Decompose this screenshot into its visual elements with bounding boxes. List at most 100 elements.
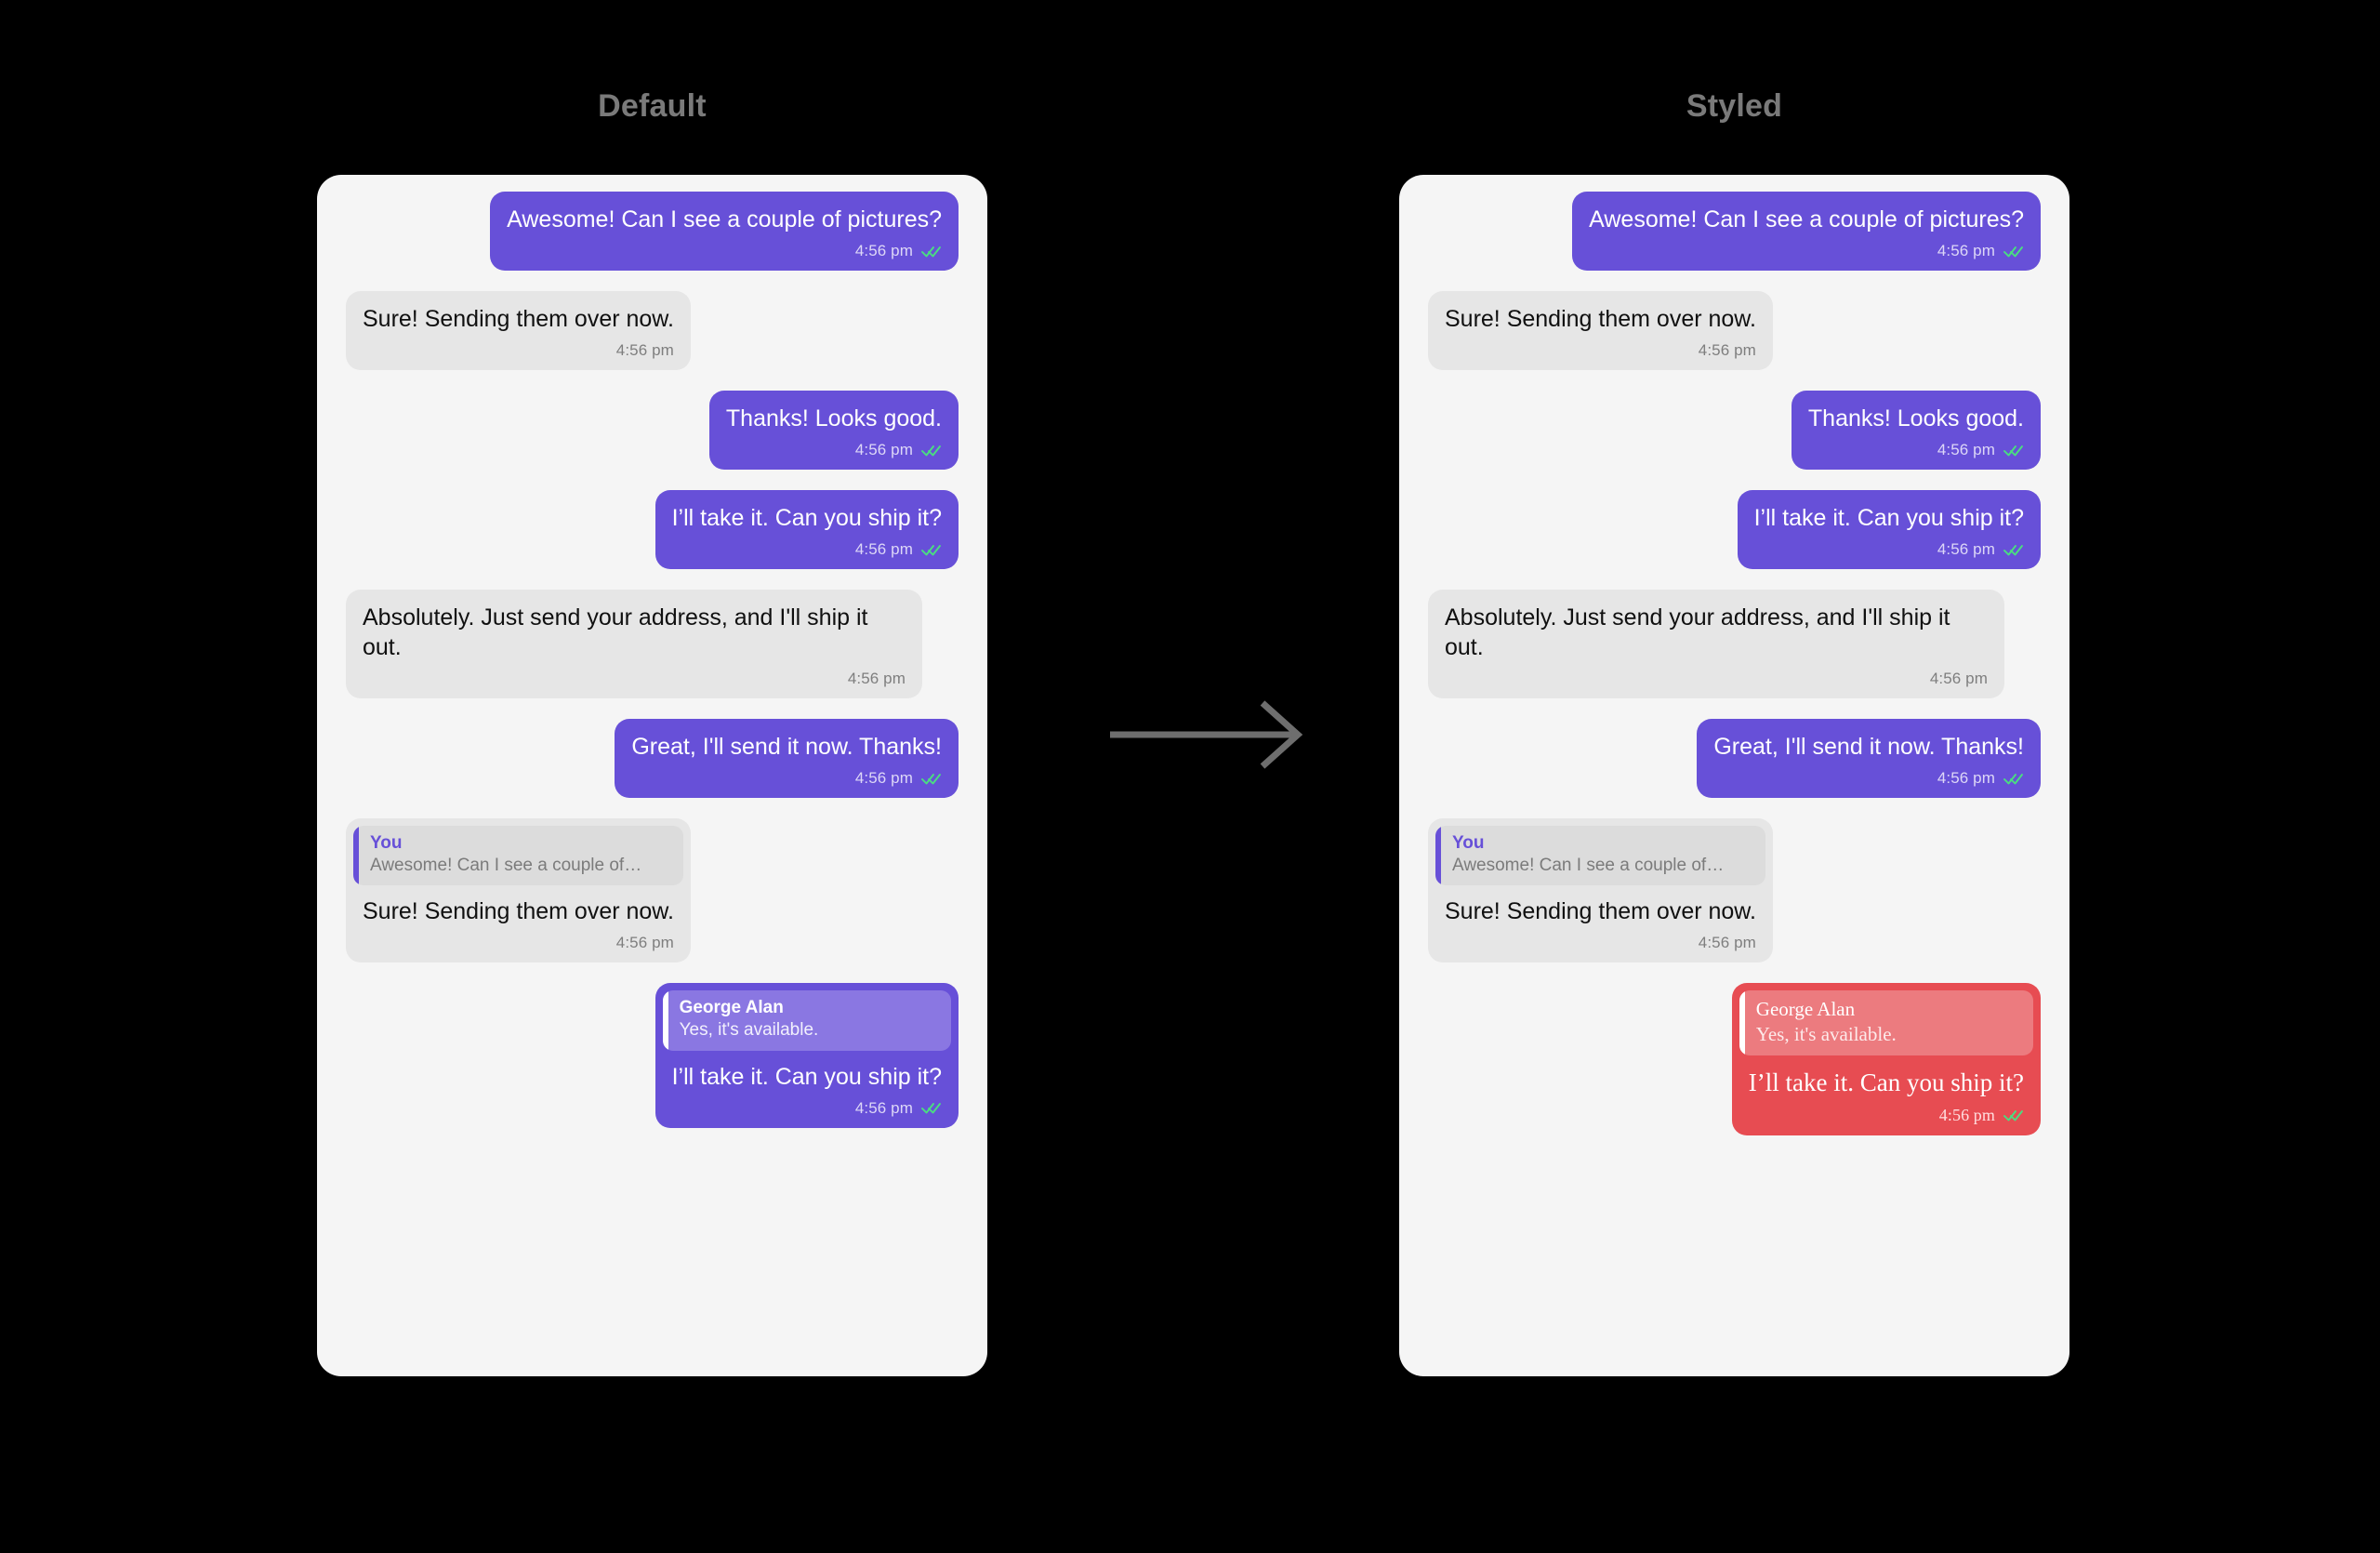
message-bubble[interactable]: I’ll take it. Can you ship it? 4:56 pm	[1737, 490, 2041, 569]
message-text: Sure! Sending them over now.	[363, 898, 674, 925]
message-row: Thanks! Looks good. 4:56 pm	[1428, 391, 2041, 470]
message-row: Sure! Sending them over now. 4:56 pm	[346, 291, 959, 370]
message-text: I’ll take it. Can you ship it?	[671, 505, 942, 531]
quote-author-name: You	[1452, 833, 1485, 853]
quote-snippet-text: Yes, it's available.	[1755, 1022, 1897, 1045]
chat-panel-styled[interactable]: Awesome! Can I see a couple of pictures?…	[1399, 175, 2069, 1376]
message-row: Sure! Sending them over now. 4:56 pm	[1428, 291, 2041, 370]
column-title-styled: Styled	[1686, 88, 1783, 124]
message-timestamp: 4:56 pm	[1698, 341, 1756, 359]
double-check-icon	[2003, 543, 2024, 557]
message-bubble[interactable]: Sure! Sending them over now. 4:56 pm	[346, 291, 691, 370]
message-text: Awesome! Can I see a couple of pictures?	[507, 206, 942, 232]
message-row: I’ll take it. Can you ship it? 4:56 pm	[1428, 490, 2041, 569]
message-text: I’ll take it. Can you ship it?	[1753, 505, 2024, 531]
column-title-default: Default	[598, 88, 707, 124]
quote-author-name: You	[370, 833, 403, 853]
message-text: Awesome! Can I see a couple of pictures?	[1589, 206, 2024, 232]
quote-accent-bar	[353, 826, 359, 886]
quote-snippet-text: Awesome! Can I see a couple of…	[370, 855, 642, 875]
quote-author-name: George Alan	[679, 998, 784, 1018]
message-timestamp: 4:56 pm	[854, 540, 913, 558]
message-text: Absolutely. Just send your address, and …	[1445, 604, 1957, 660]
message-meta: 4:56 pm	[1445, 669, 1988, 689]
double-check-icon	[2003, 772, 2024, 786]
message-text: Thanks! Looks good.	[1807, 405, 2024, 431]
message-meta: 4:56 pm	[353, 933, 683, 953]
message-timestamp: 4:56 pm	[1698, 934, 1756, 952]
message-meta: 4:56 pm	[631, 768, 942, 789]
message-timestamp: 4:56 pm	[854, 1098, 913, 1117]
double-check-icon	[921, 444, 942, 458]
message-bubble[interactable]: Absolutely. Just send your address, and …	[1428, 590, 2004, 698]
message-timestamp: 4:56 pm	[854, 441, 913, 458]
message-thread-styled: Awesome! Can I see a couple of pictures?…	[1428, 192, 2041, 1135]
message-bubble[interactable]: I’ll take it. Can you ship it? 4:56 pm	[654, 490, 959, 569]
chat-panel-default[interactable]: Awesome! Can I see a couple of pictures?…	[317, 175, 987, 1376]
message-text: I’ll take it. Can you ship it?	[1748, 1068, 2024, 1096]
message-text: Absolutely. Just send your address, and …	[363, 604, 875, 660]
message-meta: 4:56 pm	[1739, 1106, 2033, 1126]
message-meta: 4:56 pm	[672, 539, 942, 560]
message-row: I’ll take it. Can you ship it? 4:56 pm	[346, 490, 959, 569]
message-text: Sure! Sending them over now.	[1445, 306, 1756, 332]
message-text: Sure! Sending them over now.	[1445, 898, 1756, 925]
quote-author-name: George Alan	[1755, 998, 1856, 1021]
message-timestamp: 4:56 pm	[1937, 441, 1995, 458]
quote-accent-bar	[1435, 826, 1441, 886]
double-check-icon	[921, 245, 942, 259]
double-check-icon	[2003, 444, 2024, 458]
message-bubble[interactable]: Great, I'll send it now. Thanks! 4:56 pm	[615, 719, 959, 798]
message-bubble[interactable]: Absolutely. Just send your address, and …	[346, 590, 922, 698]
message-meta: 4:56 pm	[363, 669, 906, 689]
message-text: Great, I'll send it now. Thanks!	[1713, 734, 2024, 760]
message-bubble[interactable]: Great, I'll send it now. Thanks!4:56 pm	[1697, 719, 2041, 798]
double-check-icon	[921, 543, 942, 557]
message-row: Awesome! Can I see a couple of pictures?…	[346, 192, 959, 271]
arrow-right-icon	[1097, 688, 1329, 781]
message-text: Thanks! Looks good.	[725, 405, 942, 431]
message-timestamp: 4:56 pm	[1929, 670, 1988, 687]
message-bubble[interactable]: Sure! Sending them over now. 4:56 pm	[1428, 291, 1773, 370]
message-thread-default: Awesome! Can I see a couple of pictures?…	[346, 192, 959, 1128]
message-bubble[interactable]: Thanks! Looks good. 4:56 pm	[1791, 391, 2041, 470]
message-bubble[interactable]: Awesome! Can I see a couple of pictures?…	[490, 192, 959, 271]
message-timestamp: 4:56 pm	[1938, 1106, 1995, 1125]
message-bubble[interactable]: Thanks! Looks good. 4:56 pm	[708, 391, 959, 470]
double-check-icon	[2003, 1108, 2024, 1122]
message-timestamp: 4:56 pm	[1937, 540, 1995, 558]
message-meta: 4:56 pm	[507, 241, 942, 261]
message-row: Absolutely. Just send your address, and …	[1428, 590, 2041, 698]
message-timestamp: 4:56 pm	[847, 670, 906, 687]
message-text: Sure! Sending them over now.	[363, 306, 674, 332]
message-timestamp: 4:56 pm	[854, 242, 913, 259]
message-row: Great, I'll send it now. Thanks! 4:56 pm	[346, 719, 959, 798]
message-bubble[interactable]: Awesome! Can I see a couple of pictures?…	[1572, 192, 2041, 271]
message-timestamp: 4:56 pm	[1937, 242, 1995, 259]
double-check-icon	[921, 772, 942, 786]
message-timestamp: 4:56 pm	[615, 341, 674, 359]
message-timestamp: 4:56 pm	[615, 934, 674, 952]
quote-snippet-text: Awesome! Can I see a couple of…	[1452, 855, 1725, 875]
message-text: I’ll take it. Can you ship it?	[671, 1063, 942, 1090]
message-text: Great, I'll send it now. Thanks!	[631, 734, 942, 760]
double-check-icon	[921, 1101, 942, 1115]
double-check-icon	[2003, 245, 2024, 259]
message-row: Great, I'll send it now. Thanks!4:56 pm	[1428, 719, 2041, 798]
message-row: Awesome! Can I see a couple of pictures?…	[1428, 192, 2041, 271]
